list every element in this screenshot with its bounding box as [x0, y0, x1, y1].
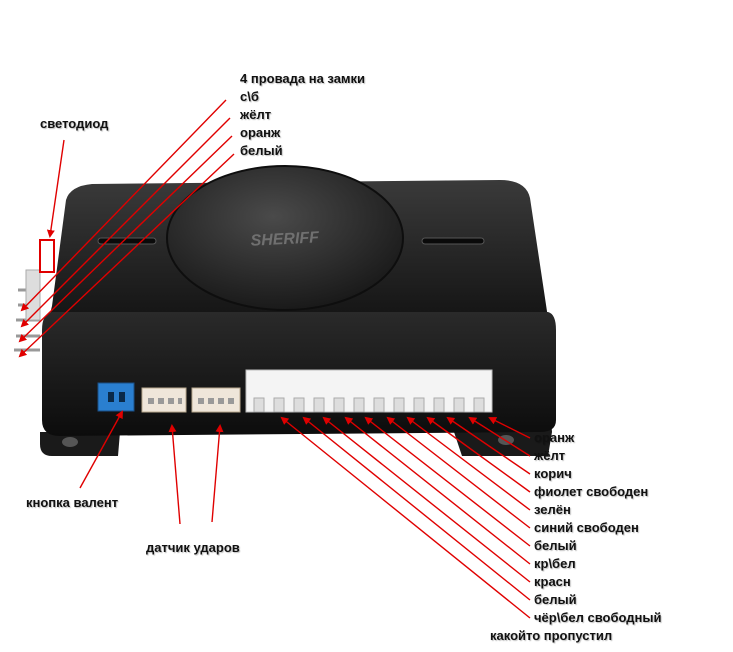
- label-pin-1: оранж: [534, 430, 575, 445]
- label-pin-10: белый: [534, 592, 577, 607]
- led-highlight-box: [39, 239, 55, 273]
- label-pin-5: зелён: [534, 502, 571, 517]
- brand-logo: SHERIFF: [250, 229, 320, 250]
- label-valet-button: кнопка валент: [26, 495, 119, 510]
- label-top-wire-3: оранж: [240, 125, 281, 140]
- label-pin-8: кр\бел: [534, 556, 576, 571]
- label-pin-12: какойто пропустил: [490, 628, 613, 643]
- annotation-arrows: [18, 99, 531, 619]
- label-pin-11: чёр\бел свободный: [534, 610, 662, 625]
- shock-connector-1: [141, 387, 187, 413]
- valet-connector: [97, 382, 135, 412]
- label-top-wire-1: с\б: [240, 89, 259, 104]
- label-pin-6: синий свободен: [534, 520, 639, 535]
- label-top-wire-2: жёлт: [240, 107, 272, 122]
- label-top-wire-4: белый: [240, 143, 283, 158]
- main-connector-pins: [253, 397, 485, 413]
- label-pin-4: фиолет свободен: [534, 484, 649, 499]
- label-pin-9: красн: [534, 574, 571, 589]
- label-pin-3: корич: [534, 466, 572, 481]
- side-connector: [25, 269, 41, 321]
- label-shock-sensor: датчик ударов: [146, 540, 240, 555]
- unit-dome: [166, 165, 404, 311]
- label-pin-2: жёлт: [534, 448, 566, 463]
- slot-right: [421, 237, 485, 245]
- label-led: светодиод: [40, 116, 109, 131]
- label-lock-wires-header: 4 провада на замки: [240, 71, 366, 86]
- mount-ear-left: [40, 432, 120, 456]
- main-connector: [245, 369, 493, 413]
- label-pin-7: белый: [534, 538, 577, 553]
- shock-connector-2: [191, 387, 241, 413]
- mount-hole-left: [62, 437, 78, 447]
